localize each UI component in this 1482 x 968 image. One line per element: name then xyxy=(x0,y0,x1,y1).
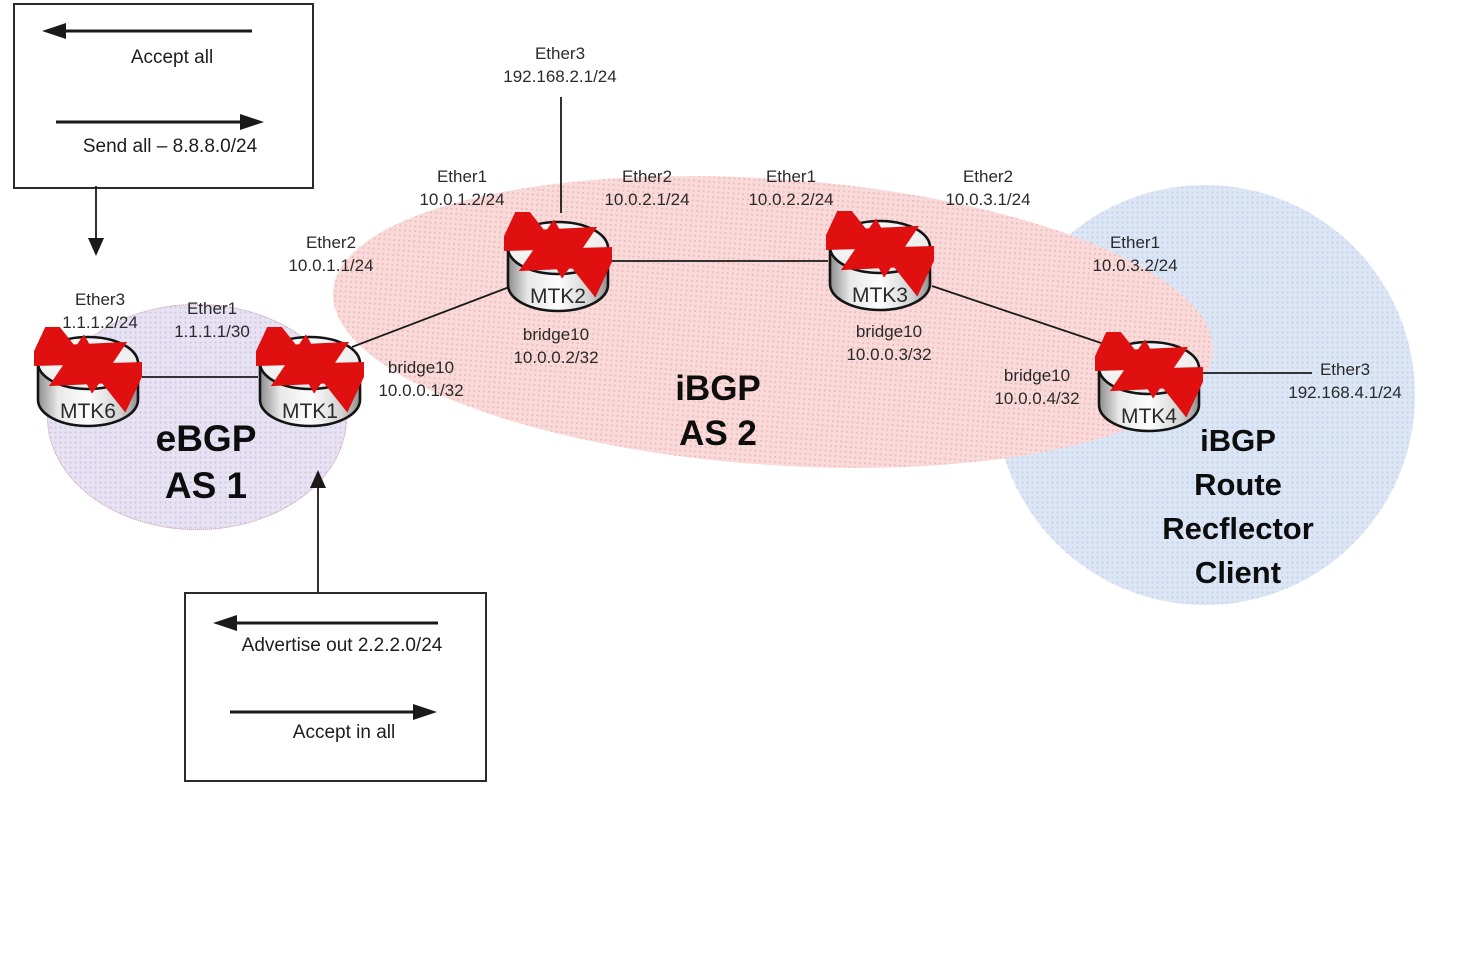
label-mtk1-ether2: Ether2 10.0.1.1/24 xyxy=(288,231,373,277)
rr-title-line4: Client xyxy=(1194,555,1282,590)
callout-box-mtk1-policy: Advertise out 2.2.2.0/24 Accept in all xyxy=(184,592,487,782)
port-name: Ether1 xyxy=(436,167,488,186)
arrowhead-down-icon xyxy=(88,238,104,256)
port-ip: 1.1.1.2/24 xyxy=(62,313,138,332)
label-mtk1-bridge10: bridge10 10.0.0.1/32 xyxy=(378,356,463,402)
router-name-label: MTK3 xyxy=(851,284,908,307)
rr-title-line1: iBGP xyxy=(1200,423,1276,458)
router-name-label: MTK2 xyxy=(529,285,586,308)
port-name: Ether2 xyxy=(305,233,357,252)
label-mtk6-ether3: Ether3 1.1.1.2/24 xyxy=(62,288,138,334)
advertise-out-label: Advertise out 2.2.2.0/24 xyxy=(241,635,443,656)
router-name-label: MTK4 xyxy=(1120,405,1177,428)
port-name: bridge10 xyxy=(855,322,923,341)
region-title-ibgp-as2: iBGP AS 2 xyxy=(675,366,761,456)
region-title-ebgp-as1: eBGP AS 1 xyxy=(156,415,257,509)
router-name-label: MTK6 xyxy=(59,400,116,423)
port-ip: 1.1.1.1/30 xyxy=(174,322,250,341)
label-mtk3-ether1: Ether1 10.0.2.2/24 xyxy=(748,165,833,211)
router-mtk1: MTK1 xyxy=(256,327,364,433)
label-mtk4-ether1: Ether1 10.0.3.2/24 xyxy=(1092,231,1177,277)
as2-title-line2: AS 2 xyxy=(679,414,757,453)
label-mtk4-ether3: Ether3 192.168.4.1/24 xyxy=(1288,358,1401,404)
router-mtk2: MTK2 xyxy=(504,212,612,318)
as2-title-line1: iBGP xyxy=(675,369,761,408)
port-ip: 10.0.3.1/24 xyxy=(945,190,1031,209)
port-ip: 10.0.0.2/32 xyxy=(513,348,599,367)
label-mtk4-bridge10: bridge10 10.0.0.4/32 xyxy=(994,364,1079,410)
rr-title-line3: Recflector xyxy=(1162,511,1314,546)
port-name: Ether1 xyxy=(186,299,238,318)
label-mtk3-ether2: Ether2 10.0.3.1/24 xyxy=(945,165,1030,211)
port-ip: 10.0.0.1/32 xyxy=(378,381,464,400)
label-mtk3-bridge10: bridge10 10.0.0.3/32 xyxy=(846,320,931,366)
port-ip: 10.0.1.1/24 xyxy=(288,256,374,275)
label-mtk2-ether1: Ether1 10.0.1.2/24 xyxy=(419,165,504,211)
region-title-route-reflector: iBGP Route Recflector Client xyxy=(1162,419,1314,595)
rr-title-line2: Route xyxy=(1194,467,1282,502)
port-name: bridge10 xyxy=(387,358,455,377)
port-name: Ether3 xyxy=(1319,360,1371,379)
as1-title-line2: AS 1 xyxy=(164,465,248,506)
port-name: Ether3 xyxy=(534,44,586,63)
as1-title-line1: eBGP xyxy=(155,418,257,459)
port-name: Ether1 xyxy=(765,167,817,186)
label-link-ether1: Ether1 1.1.1.1/30 xyxy=(174,297,250,343)
router-mtk6: MTK6 xyxy=(34,327,142,433)
send-all-label: Send all – 8.8.8.0/24 xyxy=(82,136,258,157)
router-mtk3: MTK3 xyxy=(826,211,934,317)
port-name: bridge10 xyxy=(1003,366,1071,385)
port-ip: 10.0.0.3/32 xyxy=(846,345,932,364)
port-ip: 10.0.2.1/24 xyxy=(604,190,690,209)
router-name-label: MTK1 xyxy=(281,400,338,423)
accept-in-label: Accept in all xyxy=(292,722,396,743)
router-mtk4: MTK4 xyxy=(1095,332,1203,438)
port-name: Ether2 xyxy=(962,167,1014,186)
port-name: Ether2 xyxy=(621,167,673,186)
port-ip: 10.0.3.2/24 xyxy=(1092,256,1178,275)
port-ip: 10.0.0.4/32 xyxy=(994,389,1080,408)
label-mtk2-bridge10: bridge10 10.0.0.2/32 xyxy=(513,323,598,369)
port-ip: 10.0.2.2/24 xyxy=(748,190,834,209)
label-mtk2-ether2: Ether2 10.0.2.1/24 xyxy=(604,165,689,211)
port-ip: 10.0.1.2/24 xyxy=(419,190,505,209)
port-ip: 192.168.2.1/24 xyxy=(503,67,617,86)
port-name: bridge10 xyxy=(522,325,590,344)
accept-all-label: Accept all xyxy=(130,47,214,68)
label-mtk2-ether3: Ether3 192.168.2.1/24 xyxy=(503,42,616,88)
port-name: Ether1 xyxy=(1109,233,1161,252)
port-name: Ether3 xyxy=(74,290,126,309)
port-ip: 192.168.4.1/24 xyxy=(1288,383,1402,402)
callout-box-mtk6-policy: Accept all Send all – 8.8.8.0/24 xyxy=(13,3,314,189)
